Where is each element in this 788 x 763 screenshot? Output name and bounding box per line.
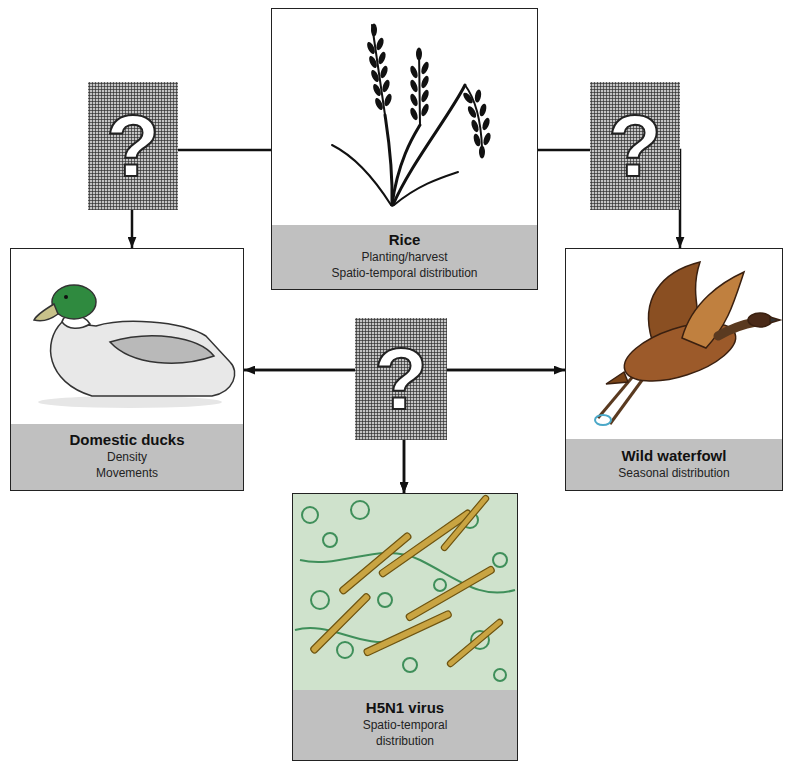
box-subtitle: Seasonal distribution <box>618 465 729 481</box>
box-subtitle: Planting/harvest Spatio-temporal distrib… <box>331 249 477 281</box>
concept-box: Domestic ducksDensity Movements <box>10 248 244 491</box>
box-title: H5N1 virus <box>366 699 444 717</box>
box-title: Wild waterfowl <box>622 447 727 465</box>
question-mark: ? <box>590 82 680 210</box>
rice-plant-illustration <box>332 24 492 206</box>
text-line: Spatio-temporal distribution <box>331 265 477 281</box>
text-line: distribution <box>363 733 448 749</box>
question-mark: ? <box>355 318 447 440</box>
duck-illustration <box>34 285 235 408</box>
concept-box: Wild waterfowlSeasonal distribution <box>565 248 783 491</box>
virus-micrograph <box>293 494 517 690</box>
question-mark: ? <box>88 82 178 210</box>
box-subtitle: Spatio-temporal distribution <box>363 717 448 749</box>
caption-band: H5N1 virusSpatio-temporal distribution <box>293 690 517 760</box>
text-line: Spatio-temporal <box>363 717 448 733</box>
caption-band: Domestic ducksDensity Movements <box>11 424 243 490</box>
caption-band: RicePlanting/harvest Spatio-temporal dis… <box>272 225 537 289</box>
text-line: Planting/harvest <box>331 249 477 265</box>
caption-band: Wild waterfowlSeasonal distribution <box>566 439 782 490</box>
concept-box: H5N1 virusSpatio-temporal distribution <box>292 493 518 761</box>
text-line: Movements <box>96 465 158 481</box>
box-title: Rice <box>389 231 421 249</box>
box-subtitle: Density Movements <box>96 449 158 481</box>
text-line: Density <box>96 449 158 465</box>
text-line: Seasonal distribution <box>618 465 729 481</box>
box-title: Domestic ducks <box>69 431 184 449</box>
goose-illustration <box>595 262 780 425</box>
concept-box: RicePlanting/harvest Spatio-temporal dis… <box>271 8 538 290</box>
